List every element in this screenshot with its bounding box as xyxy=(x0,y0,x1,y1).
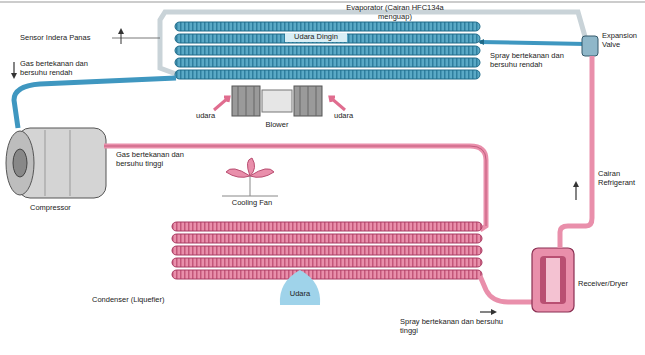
pipe xyxy=(14,78,176,128)
component-label: Cooling Fan xyxy=(228,199,276,208)
state-label: Gas bertekanan dan bersuhu rendah xyxy=(20,60,98,77)
pipe xyxy=(560,56,592,248)
arrow xyxy=(491,309,497,315)
air-label: udara xyxy=(334,112,364,121)
air-label: Udara Dingin xyxy=(285,33,347,42)
pipe xyxy=(104,146,486,230)
state-label: Gas bertekanan dan bersuhu tinggi xyxy=(116,151,206,168)
pipe xyxy=(480,42,586,44)
component-label: Receiver/Dryer xyxy=(578,280,642,289)
state-label: Spray bertekanan dan bersuhu rendah xyxy=(490,52,570,69)
air-label: udara xyxy=(196,112,226,121)
arrow xyxy=(118,28,124,34)
pipe xyxy=(480,276,532,302)
air-blob xyxy=(280,270,320,305)
arrow xyxy=(121,34,122,44)
component-label: Condenser (Liquefier) xyxy=(92,296,182,305)
component-label: Compressor xyxy=(30,204,90,213)
compressor xyxy=(6,128,106,198)
state-label: Cairan Refrigerant xyxy=(598,170,642,187)
air-label: Udara xyxy=(285,290,315,299)
evaporator-coil xyxy=(175,22,480,79)
arrow xyxy=(11,73,17,79)
condenser-coil xyxy=(172,222,482,279)
receiver-dryer xyxy=(532,248,574,312)
arrow xyxy=(575,186,576,200)
arrow xyxy=(13,62,14,74)
frame-line xyxy=(0,2,645,3)
air-arrow xyxy=(330,97,345,110)
component-label: Expansion Valve xyxy=(602,32,642,49)
component-label: Evaporator (Cairan HFC134a menguap) xyxy=(335,4,455,21)
arrow xyxy=(478,39,484,45)
blower xyxy=(232,86,322,116)
cooling-fan xyxy=(222,158,278,196)
component-label: Blower xyxy=(260,121,294,130)
arrow xyxy=(573,181,579,187)
arrow xyxy=(480,311,492,312)
state-label: Spray bertekanan dan bersuhu tinggi xyxy=(400,318,510,335)
sensor-label: Sensor Indera Panas xyxy=(20,34,110,43)
expansion-valve xyxy=(582,36,598,56)
leader-line xyxy=(112,38,160,39)
pipe xyxy=(104,146,486,226)
pipe xyxy=(160,12,586,74)
air-arrow xyxy=(214,97,229,110)
